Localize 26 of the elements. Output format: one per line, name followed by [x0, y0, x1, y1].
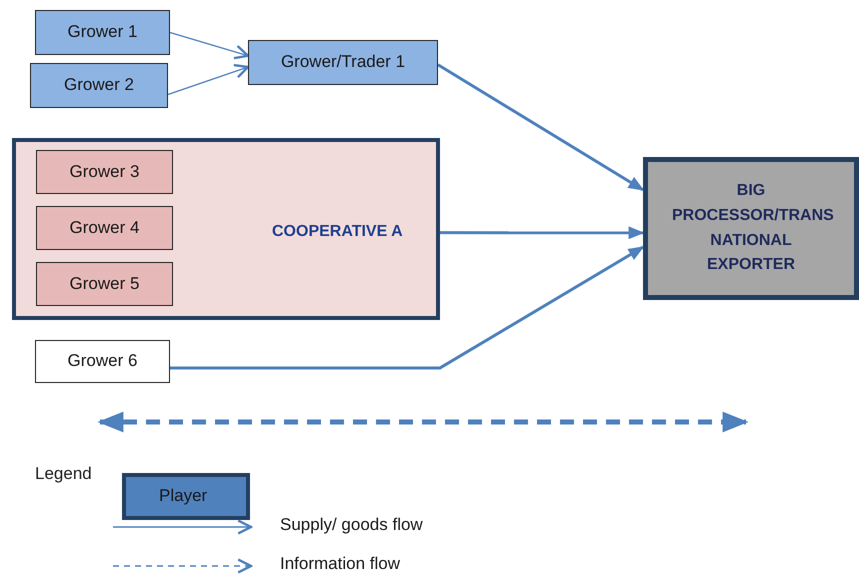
arrow	[170, 32, 250, 60]
arrow	[437, 63, 644, 192]
legend-label: Supply/ goods flow	[280, 515, 423, 535]
node-label: Grower 5	[70, 274, 140, 294]
player-box	[36, 150, 173, 194]
player-box	[36, 262, 173, 306]
player-box	[35, 10, 170, 55]
cooperative-panel	[12, 138, 440, 320]
node-label: Grower 2	[64, 75, 134, 96]
legend-label: Information flow	[280, 554, 400, 574]
arrow	[170, 246, 644, 370]
arrow	[168, 64, 250, 96]
node-label: Grower/Trader 1	[280, 52, 406, 73]
player-box	[35, 340, 170, 383]
legend-title: Legend	[35, 464, 92, 484]
player-box	[248, 40, 438, 85]
node-label: Grower 4	[70, 218, 140, 238]
arrow	[440, 226, 645, 240]
legend-label: Player	[159, 486, 208, 506]
player-box	[36, 206, 173, 250]
node-label: Grower 1	[68, 22, 138, 43]
node-label: Grower 3	[70, 162, 140, 182]
node-label: Grower 6	[68, 351, 138, 372]
player-box	[30, 63, 168, 108]
group-title: COOPERATIVE A	[272, 222, 403, 242]
exporter-box	[643, 157, 859, 300]
